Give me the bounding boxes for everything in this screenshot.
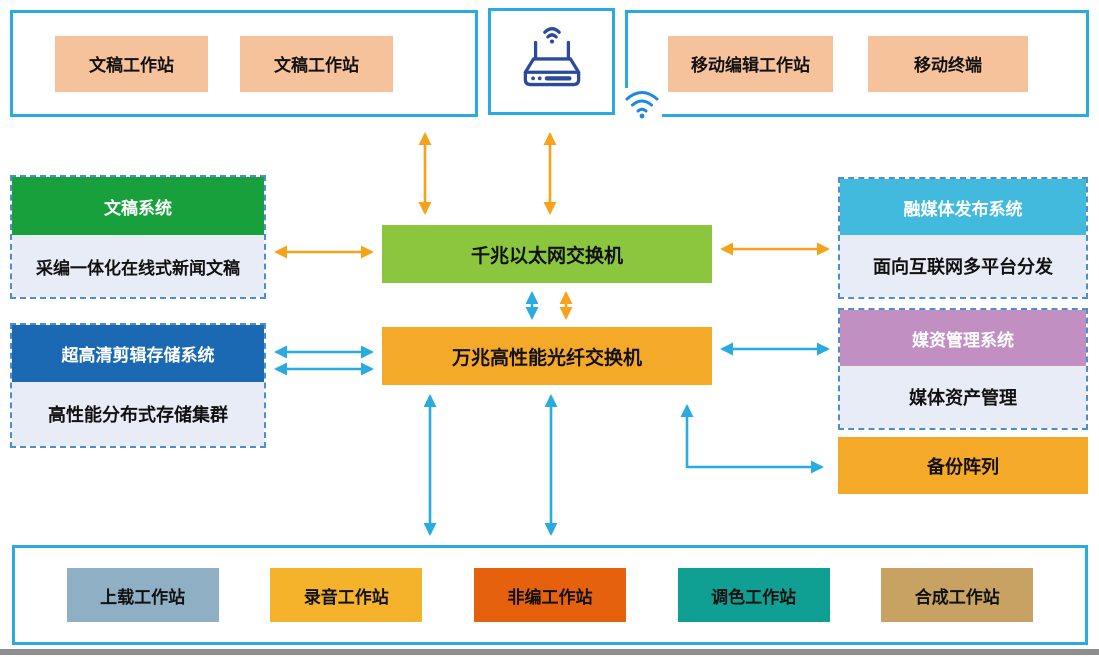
node-mobile-edit-workstation: 移动编辑工作站 — [668, 35, 833, 92]
script-workstations-group: 文稿工作站 文稿工作站 — [10, 10, 478, 117]
node-color-grading-workstation: 调色工作站 — [677, 568, 830, 622]
node-mobile-terminal: 移动终端 — [868, 35, 1028, 92]
production-workstations-group: 上载工作站 录音工作站 非编工作站 调色工作站 合成工作站 — [12, 545, 1088, 645]
module-publish-system-body: 面向互联网多平台分发 — [840, 235, 1086, 297]
node-audio-recording-workstation: 录音工作站 — [270, 568, 423, 622]
node-nle-workstation: 非编工作站 — [473, 568, 626, 622]
module-uhd-storage-system: 超高清剪辑存储系统 高性能分布式存储集群 — [10, 323, 266, 448]
module-script-system-title: 文稿系统 — [12, 177, 264, 235]
module-script-system: 文稿系统 采编一体化在线式新闻文稿 — [10, 175, 266, 299]
module-publish-system: 融媒体发布系统 面向互联网多平台分发 — [838, 177, 1088, 299]
node-gigabit-ethernet-switch: 千兆以太网交换机 — [382, 225, 712, 283]
node-10g-fiber-switch: 万兆高性能光纤交换机 — [382, 327, 712, 385]
wireless-router-panel — [488, 8, 615, 115]
module-mam-system: 媒资管理系统 媒体资产管理 — [838, 308, 1088, 430]
node-upload-workstation: 上载工作站 — [66, 568, 219, 622]
wireless-router-icon — [523, 26, 580, 86]
module-mam-system-title: 媒资管理系统 — [840, 310, 1086, 366]
node-script-workstation-2: 文稿工作站 — [240, 35, 393, 92]
module-script-system-body: 采编一体化在线式新闻文稿 — [12, 235, 264, 297]
module-uhd-storage-body: 高性能分布式存储集群 — [12, 382, 264, 446]
node-backup-array: 备份阵列 — [838, 437, 1088, 494]
node-script-workstation-1: 文稿工作站 — [55, 35, 208, 92]
module-publish-system-title: 融媒体发布系统 — [840, 179, 1086, 235]
node-compositing-workstation: 合成工作站 — [881, 568, 1034, 622]
bottom-gray-bar — [0, 649, 1099, 655]
module-uhd-storage-title: 超高清剪辑存储系统 — [12, 325, 264, 382]
wifi-icon — [622, 82, 662, 124]
module-mam-system-body: 媒体资产管理 — [840, 366, 1086, 428]
mobile-workstations-group: 移动编辑工作站 移动终端 — [622, 10, 1089, 120]
